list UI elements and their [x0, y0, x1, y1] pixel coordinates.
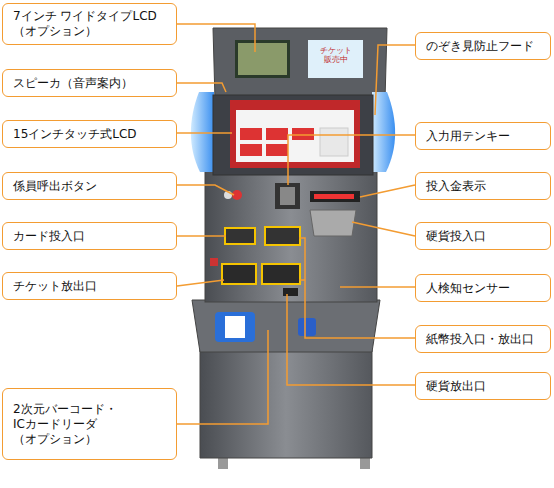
leader-line [177, 185, 234, 195]
screen-button [240, 144, 262, 156]
callout-box: 硬貨放出口 [415, 372, 551, 400]
ic-mark [298, 318, 316, 336]
amount-display [310, 191, 360, 202]
callout-text: カード投入口 [13, 229, 170, 244]
keypad-keys [280, 187, 295, 205]
callout-text: のぞき見防止フード [426, 39, 544, 54]
bill-exit [262, 264, 300, 284]
ticket-exit [222, 264, 256, 284]
header-housing [213, 28, 387, 100]
card-slot [225, 228, 255, 244]
callout-box: 紙幣投入口・放出口 [415, 325, 551, 353]
screen-button [240, 128, 262, 140]
machine-body [205, 170, 377, 302]
leader-line [360, 185, 415, 197]
callout-text: 15インチタッチ式LCD [13, 127, 170, 142]
callout-box: のぞき見防止フード [415, 32, 551, 60]
leader-line [177, 132, 232, 134]
leader-line [299, 238, 415, 338]
privacy-hood [191, 92, 214, 172]
callout-text: 2次元バーコード・ ICカードリーダ （オプション） [13, 402, 135, 447]
coin-slot [310, 210, 356, 236]
screen-text: チケット 販売中 [308, 46, 363, 64]
callout-box: 人検知センサー [415, 274, 551, 302]
leader-line [299, 279, 305, 281]
leader-line [177, 235, 226, 237]
callout-text: 係員呼出ボタン [13, 179, 170, 194]
leader-line [287, 294, 415, 385]
lcd-image [238, 43, 287, 75]
leader-line [177, 330, 268, 424]
leader-line [288, 135, 415, 185]
callout-box: 入力用テンキー [415, 122, 551, 150]
screen-button [266, 144, 288, 156]
callout-text: 硬貨投入口 [426, 229, 544, 244]
screen-button [292, 128, 314, 140]
screen-button [266, 128, 288, 140]
leader-line [177, 24, 255, 52]
keypad [275, 183, 300, 209]
callout-text: 人検知センサー [426, 281, 544, 296]
callout-text: 硬貨放出口 [426, 379, 544, 394]
callout-text: スピーカ（音声案内） [13, 76, 170, 91]
callout-text: 7インチ ワイドタイプLCD （オプション） [13, 9, 170, 39]
leader-line [352, 222, 415, 236]
front-panel [192, 300, 380, 352]
callout-box: 15インチタッチ式LCD [2, 120, 177, 148]
reader-face [225, 316, 245, 338]
cabinet-base [200, 350, 372, 458]
coin-exit [283, 288, 298, 296]
screen-area [320, 128, 348, 156]
callout-box: カード投入口 [2, 222, 177, 250]
callout-text: チケット放出口 [13, 279, 170, 294]
screen-panel [236, 110, 354, 162]
callout-text: 紙幣投入口・放出口 [426, 332, 544, 347]
card-reader [215, 312, 255, 342]
leader-line [177, 83, 226, 92]
touch-screen [230, 100, 360, 168]
bill-slot [265, 227, 300, 245]
callout-box: 硬貨投入口 [415, 222, 551, 250]
sign-screen [308, 40, 363, 78]
display-digits [314, 194, 354, 199]
indicator [210, 258, 218, 266]
leader-line [375, 45, 415, 115]
leader-line [177, 280, 224, 286]
callout-box: チケット放出口 [2, 272, 177, 300]
callout-text: 入力用テンキー [426, 129, 544, 144]
callout-box: 7インチ ワイドタイプLCD （オプション） [2, 3, 177, 45]
callout-box: スピーカ（音声案内） [2, 69, 177, 97]
callout-box: 2次元バーコード・ ICカードリーダ （オプション） [2, 388, 177, 460]
leader-line [340, 286, 415, 288]
small-lcd [235, 40, 290, 78]
callout-box: 投入金表示 [415, 172, 551, 200]
callout-text: 投入金表示 [426, 179, 544, 194]
callout-box: 係員呼出ボタン [2, 172, 177, 200]
